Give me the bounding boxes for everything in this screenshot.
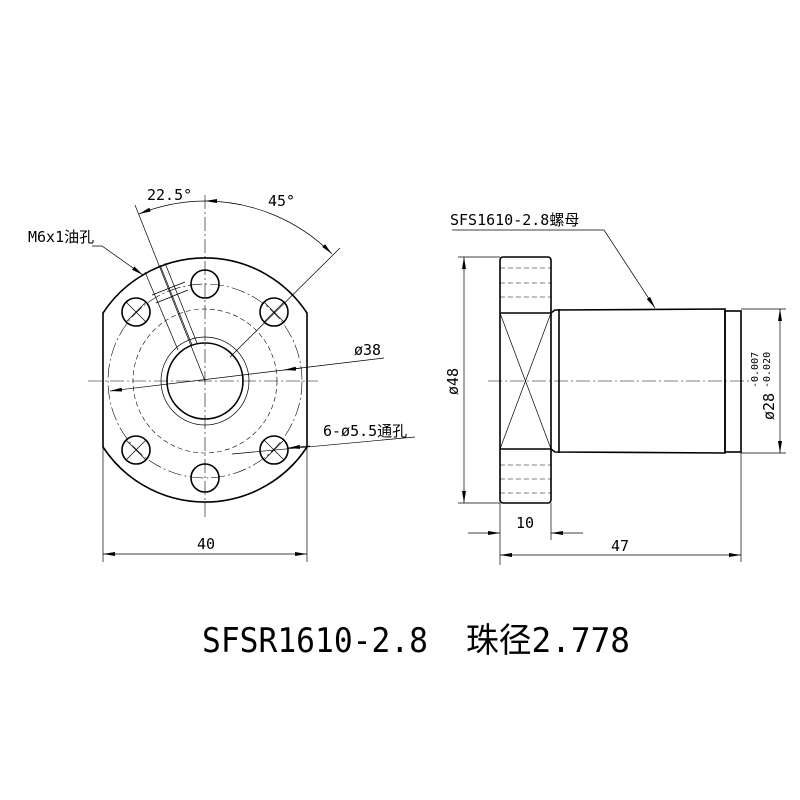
- ball-dia-caption: 珠径2.778: [466, 621, 630, 661]
- angle-22-label: 22.5°: [147, 186, 192, 204]
- body-dia-dim: ø28: [760, 393, 778, 420]
- part-label: SFS1610-2.8螺母: [450, 211, 579, 229]
- thread-circle: [132, 308, 278, 454]
- mount-holes-label: 6-ø5.5通孔: [323, 422, 407, 440]
- end-ring: [724, 310, 742, 453]
- caption: SFSR1610-2.8 珠径2.778: [202, 621, 630, 661]
- tol-upper: -0.007: [750, 352, 761, 388]
- angle-45-arc: [204, 199, 333, 255]
- width-dim: 40: [197, 535, 215, 553]
- total-length-dim: 47: [611, 537, 629, 555]
- oil-hole: [134, 204, 206, 382]
- tol-lower: -0.020: [762, 352, 773, 388]
- pitch-circle-dim: ø38: [354, 341, 381, 359]
- flange: [499, 256, 552, 504]
- angle-45-label: 45°: [268, 192, 295, 210]
- oil-hole-label: M6x1油孔: [28, 228, 94, 246]
- flange-dia-dim: ø48: [444, 368, 462, 395]
- side-view: SFS1610-2.8螺母 ø48 ø28 -0.007 -0.020 10 4…: [444, 211, 786, 565]
- model-caption: SFSR1610-2.8: [202, 621, 428, 661]
- bore-circle: [166, 342, 244, 420]
- flange-thickness-dim: 10: [516, 514, 534, 532]
- bore-outer-circle: [160, 336, 250, 426]
- bolt-circle: [107, 283, 303, 479]
- angle-22-arc: [138, 200, 206, 215]
- front-view: 22.5° 45° M6x1油孔 ø38 6-ø5.5通孔 40: [28, 186, 416, 562]
